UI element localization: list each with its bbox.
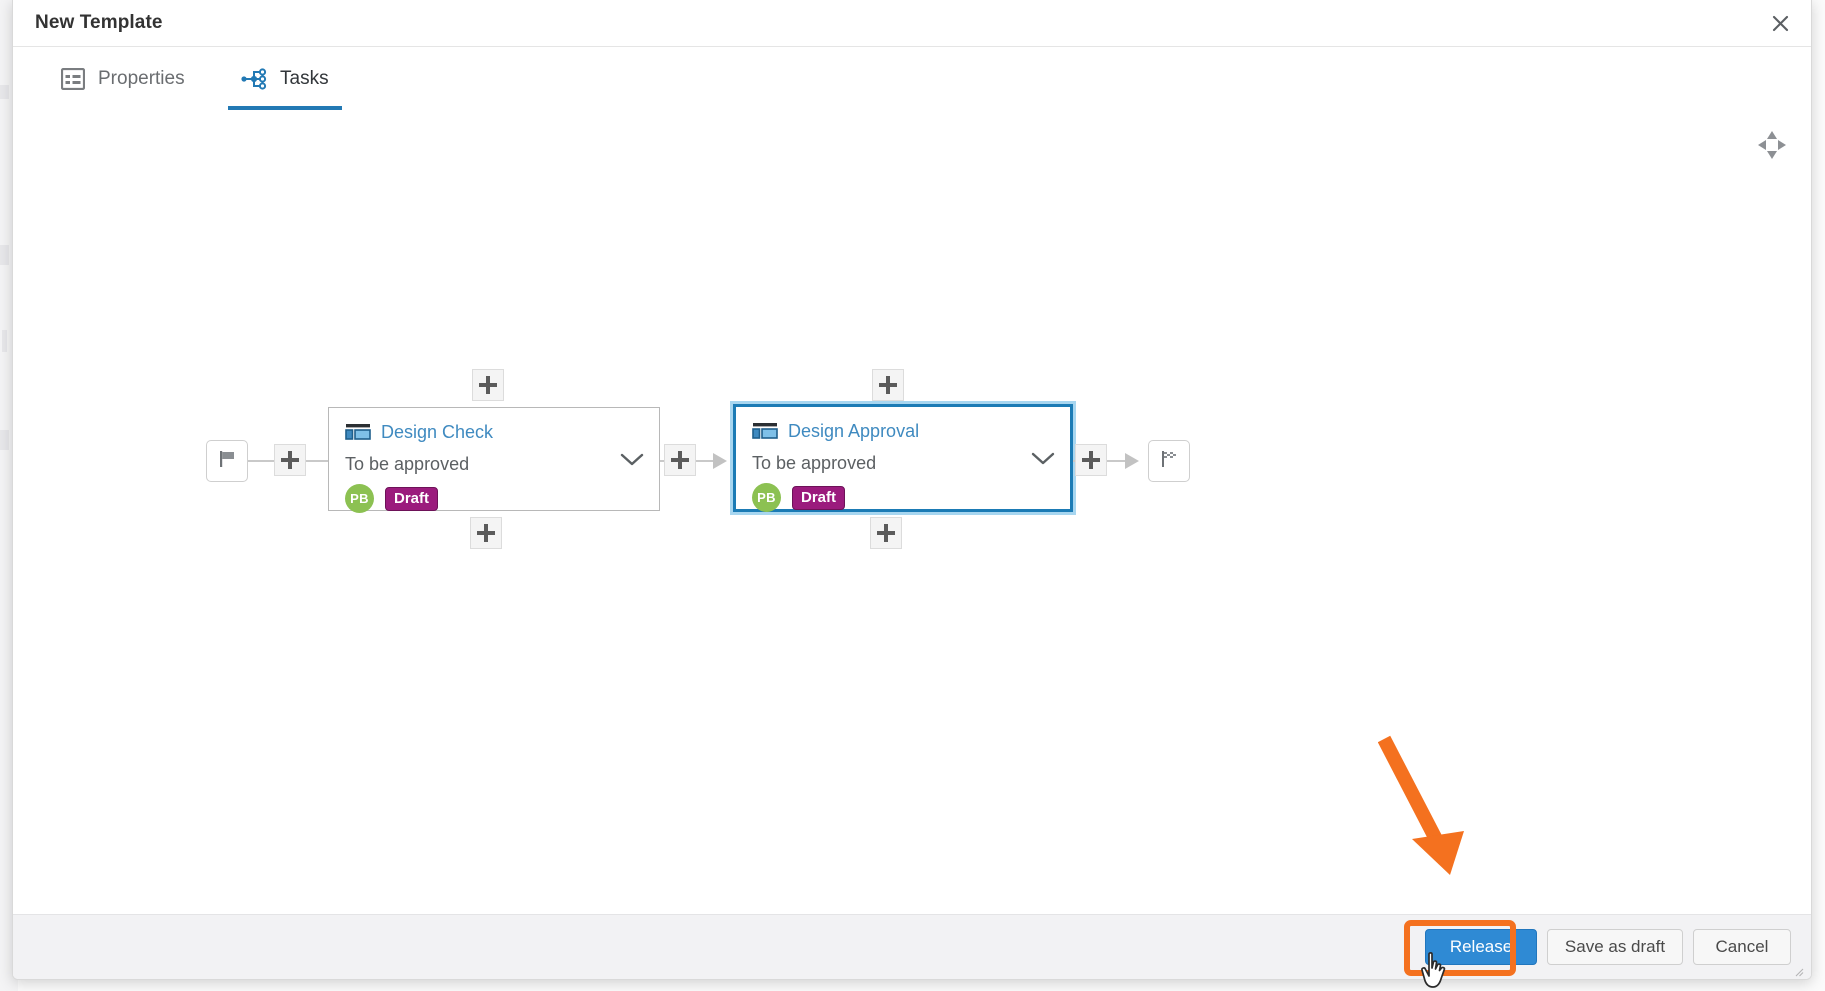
pan-move-icon[interactable] xyxy=(1755,128,1789,162)
dialog-footer: Release Save as draft Cancel xyxy=(13,914,1811,979)
add-task-between-button[interactable] xyxy=(664,444,696,476)
task-form-icon xyxy=(345,424,371,441)
task-form-icon xyxy=(752,423,778,440)
start-flag-icon xyxy=(217,449,237,474)
add-task-above-design-approval-button[interactable] xyxy=(872,369,904,401)
add-task-below-design-check-button[interactable] xyxy=(470,517,502,549)
task-node-status: To be approved xyxy=(752,453,877,473)
dialog-tabbar: Properties xyxy=(13,47,1811,156)
background-ghost-element xyxy=(0,245,9,265)
release-button[interactable]: Release xyxy=(1425,929,1537,965)
background-ghost-element xyxy=(0,85,9,99)
connector-add-to-node2 xyxy=(696,460,718,462)
flow-diagram: Design Check To be approved PB Draft xyxy=(13,110,1811,916)
connector-start-to-add xyxy=(248,460,274,462)
background-ghost-element xyxy=(0,430,9,450)
task-node-header: Design Approval xyxy=(752,421,1054,442)
task-node-meta: PB Draft xyxy=(752,483,1054,512)
tab-properties-label: Properties xyxy=(98,67,185,89)
task-tree-icon xyxy=(241,67,267,91)
status-badge: Draft xyxy=(792,485,846,510)
tab-tasks[interactable]: Tasks xyxy=(228,47,342,110)
dialog-title: New Template xyxy=(35,12,163,33)
task-node-design-approval[interactable]: Design Approval To be approved PB Draft xyxy=(733,404,1073,512)
task-node-header: Design Check xyxy=(345,422,643,443)
tab-tasks-label: Tasks xyxy=(280,67,329,89)
new-template-dialog: New Template Propert xyxy=(12,0,1812,980)
list-properties-icon xyxy=(60,67,86,90)
add-task-after-design-approval-button[interactable] xyxy=(1075,444,1107,476)
end-flag-node[interactable] xyxy=(1148,440,1190,482)
task-node-meta: PB Draft xyxy=(345,484,643,513)
avatar: PB xyxy=(752,483,781,512)
add-task-above-design-check-button[interactable] xyxy=(472,369,504,401)
avatar: PB xyxy=(345,484,374,513)
connector-add-to-end xyxy=(1107,460,1131,462)
finish-flag-icon xyxy=(1159,449,1179,474)
resize-grip-icon[interactable] xyxy=(1795,964,1804,977)
add-task-before-design-check-button[interactable] xyxy=(274,444,306,476)
connector-arrowhead xyxy=(1125,450,1149,477)
start-flag-node[interactable] xyxy=(206,440,248,482)
task-node-title: Design Approval xyxy=(788,421,920,441)
tab-properties[interactable]: Properties xyxy=(48,47,198,110)
cancel-button[interactable]: Cancel xyxy=(1693,929,1791,965)
close-icon[interactable] xyxy=(1765,8,1795,38)
task-flow-canvas[interactable]: Design Check To be approved PB Draft xyxy=(13,110,1811,916)
dialog-titlebar: New Template xyxy=(13,0,1811,47)
save-as-draft-button[interactable]: Save as draft xyxy=(1547,929,1683,965)
chevron-down-icon[interactable] xyxy=(1030,450,1056,466)
add-task-below-design-approval-button[interactable] xyxy=(870,517,902,549)
chevron-down-icon[interactable] xyxy=(619,451,645,467)
connector-add-to-node1 xyxy=(306,460,328,462)
task-node-design-check[interactable]: Design Check To be approved PB Draft xyxy=(328,407,660,513)
status-badge: Draft xyxy=(385,486,439,511)
connector-arrowhead xyxy=(713,450,737,477)
task-node-title: Design Check xyxy=(381,422,494,442)
task-node-status: To be approved xyxy=(345,454,470,474)
background-ghost-element xyxy=(2,330,7,352)
